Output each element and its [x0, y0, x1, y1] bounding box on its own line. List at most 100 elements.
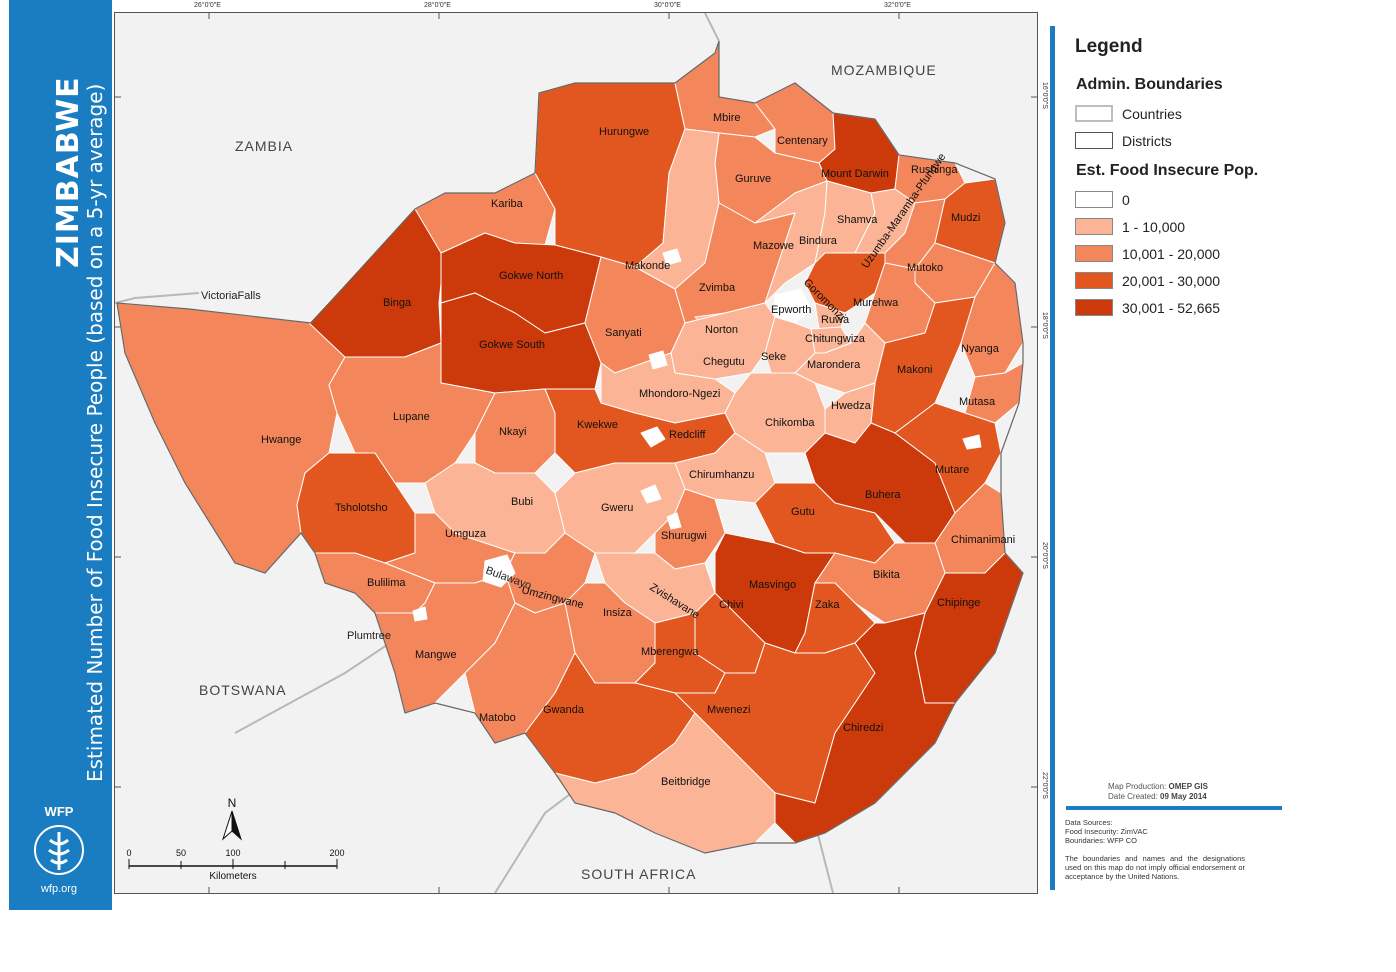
urban-area [962, 434, 982, 450]
district-label: Sanyati [605, 327, 642, 339]
district-label: Kwekwe [577, 419, 618, 431]
scale-bar: 0 50 100 200 Kilometers [126, 848, 344, 882]
map-production-info: Map Production: OMEP GIS Date Created: 0… [1108, 782, 1208, 802]
legend-item-class-3: 20,001 - 30,000 [1075, 267, 1305, 294]
place-label-plumtree: Plumtree [347, 630, 391, 642]
district-label: Insiza [603, 607, 633, 619]
legend-label: 1 - 10,000 [1122, 218, 1186, 235]
urban-area [648, 350, 668, 370]
district-label: Redcliff [669, 429, 706, 441]
scale-unit: Kilometers [209, 871, 256, 882]
district-label: Hwange [261, 434, 301, 446]
district-label: Rushinga [911, 164, 958, 176]
legend-food-title: Est. Food Insecure Pop. [1076, 162, 1259, 179]
legend: Legend Admin. Boundaries Countries Distr… [1075, 36, 1305, 321]
date-label: Date Created: [1108, 792, 1158, 801]
place-label-victoria-falls: VictoriaFalls [201, 290, 261, 302]
legend-label: 10,001 - 20,000 [1122, 245, 1221, 262]
district-label: Bulilima [367, 577, 406, 589]
wfp-logo: WFP wfp.org [34, 804, 84, 895]
district-label: Mwenezi [707, 704, 750, 716]
district-label: Norton [705, 324, 738, 336]
district-label: Nyanga [961, 343, 1000, 355]
district-label: Mutoko [907, 262, 943, 274]
district-hurungwe[interactable] [534, 82, 686, 268]
district-label: Beitbridge [661, 776, 711, 788]
district-mazowe[interactable] [754, 180, 828, 304]
country-label-botswana: BOTSWANA [199, 682, 287, 698]
district-label: Gokwe North [499, 270, 563, 282]
panel-divider-vertical [1050, 26, 1055, 890]
district-label: Bindura [799, 235, 838, 247]
district-label: Murehwa [853, 297, 899, 309]
production-label: Map Production: [1108, 782, 1167, 791]
district-label: Mazowe [753, 240, 794, 252]
district-label: Zvimba [699, 282, 736, 294]
road-line [115, 292, 200, 304]
title-banner: ZIMBABWE Estimated Number of Food Insecu… [9, 0, 112, 910]
legend-label: Districts [1122, 132, 1172, 149]
district-label: Nkayi [499, 426, 527, 438]
scale-tick-label: 200 [329, 848, 344, 858]
district-label: Centenary [777, 135, 828, 147]
district-redcliff[interactable] [640, 426, 666, 448]
districts-layer [116, 40, 1024, 854]
legend-label: 20,001 - 30,000 [1122, 272, 1221, 289]
legend-item-countries: Countries [1075, 100, 1305, 127]
district-label: Lupane [393, 411, 430, 423]
road-line [494, 782, 586, 893]
district-label: Gokwe South [479, 339, 545, 351]
map-frame[interactable]: ZAMBIA MOZAMBIQUE BOTSWANA SOUTH AFRICA … [114, 12, 1038, 894]
north-arrow-icon: N [221, 796, 243, 841]
district-label: Chitungwiza [805, 333, 866, 345]
map-title: ZIMBABWE [51, 76, 86, 268]
district-label: Hwedza [831, 400, 872, 412]
lon-label: 28°0'0"E [424, 2, 451, 9]
scale-tick-label: 50 [176, 848, 186, 858]
lon-label: 26°0'0"E [194, 2, 221, 9]
legend-swatch [1075, 245, 1113, 262]
map-canvas[interactable]: ZAMBIA MOZAMBIQUE BOTSWANA SOUTH AFRICA … [115, 13, 1037, 893]
legend-swatch [1075, 218, 1113, 235]
legend-label: Countries [1122, 105, 1182, 122]
data-sources: Data Sources: Food Insecurity: ZimVAC Bo… [1065, 818, 1245, 881]
district-epworth[interactable] [774, 288, 812, 324]
district-label: Chimanimani [951, 534, 1015, 546]
graticule-ticks [115, 13, 1037, 893]
district-label: Shurugwi [661, 530, 707, 542]
district-label: Kariba [491, 198, 524, 210]
urban-area [662, 248, 682, 266]
district-label: Tsholotsho [335, 502, 388, 514]
scale-tick-label: 100 [225, 848, 240, 858]
district-label: Shamva [837, 214, 878, 226]
legend-swatch [1075, 299, 1113, 316]
production-value: OMEP GIS [1168, 782, 1208, 791]
wfp-url: wfp.org [40, 883, 77, 895]
district-label: Mbire [713, 112, 741, 124]
district-label: Mutasa [959, 396, 996, 408]
district-label: Makonde [625, 260, 670, 272]
district-label: Gwanda [543, 704, 585, 716]
district-label: Ruwa [821, 314, 850, 326]
scale-tick-label: 0 [126, 848, 131, 858]
country-border [116, 40, 1024, 854]
legend-item-class-2: 10,001 - 20,000 [1075, 240, 1305, 267]
disclaimer-text: The boundaries and names and the designa… [1065, 854, 1245, 881]
district-label: Mudzi [951, 212, 980, 224]
district-label: Chirumhanzu [689, 469, 754, 481]
district-label: Zaka [815, 599, 840, 611]
district-label: Mutare [935, 464, 969, 476]
wheat-icon [48, 832, 70, 870]
legend-swatch [1075, 105, 1113, 122]
district-label: Makoni [897, 364, 932, 376]
district-label: Chipinge [937, 597, 980, 609]
district-label: Gutu [791, 506, 815, 518]
lat-label: 16°0'0"S [1041, 82, 1048, 109]
district-label: Buhera [865, 489, 901, 501]
district-bulawayo[interactable] [482, 554, 516, 588]
legend-title: Legend [1075, 36, 1143, 57]
urban-area [412, 606, 428, 622]
sources-title: Data Sources: [1065, 818, 1113, 827]
district-binga[interactable] [308, 208, 446, 360]
district-label: Gweru [601, 502, 633, 514]
